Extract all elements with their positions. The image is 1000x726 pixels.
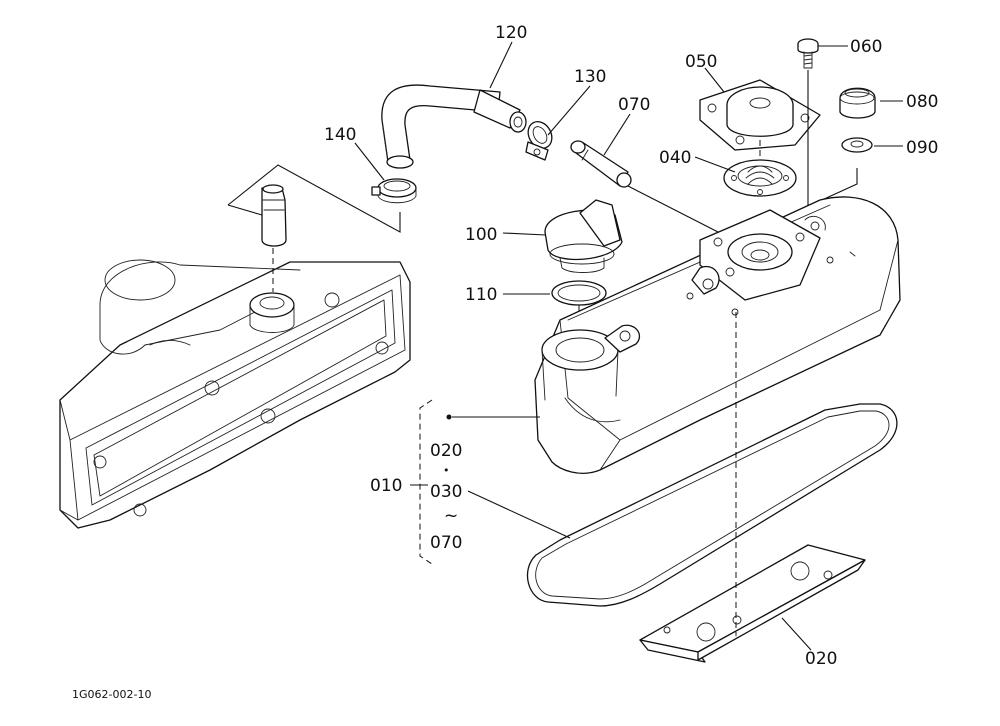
cover-gasket	[526, 403, 898, 607]
group-label-020: 020	[430, 441, 462, 461]
figure-code: 1G062-002-10	[72, 688, 151, 701]
group-label-tilde: ~	[444, 506, 458, 526]
cover-bracket-plate	[639, 544, 866, 663]
callout-070: 070	[618, 95, 650, 115]
screw	[797, 38, 819, 208]
breather-hose	[381, 84, 527, 169]
group-label-dot: •	[443, 464, 450, 477]
intake-manifold	[59, 259, 411, 529]
callout-120: 120	[495, 23, 527, 43]
leader-lines	[354, 41, 903, 651]
hose-clamp-140	[371, 178, 417, 204]
callout-080: 080	[906, 92, 938, 112]
callout-130: 130	[574, 67, 606, 87]
callout-050: 050	[685, 52, 717, 72]
breather-pipe	[570, 140, 719, 233]
callout-090: 090	[906, 138, 938, 158]
hose-connection-lines	[227, 164, 401, 233]
assembly-bracket	[410, 399, 571, 565]
breather-joint	[261, 184, 287, 292]
callout-020-bracket: 020	[805, 649, 837, 669]
cap-nut	[839, 87, 876, 119]
callout-140: 140	[324, 125, 356, 145]
hose-clamp-130	[525, 121, 553, 161]
callout-060: 060	[850, 37, 882, 57]
oil-filler-cap	[544, 199, 623, 273]
breather-cover-plate	[699, 79, 821, 168]
callout-100: 100	[465, 225, 497, 245]
o-ring	[551, 280, 607, 338]
callout-110: 110	[465, 285, 497, 305]
callout-labels: 120 130 070 050 060 080 090 040 140 100 …	[324, 23, 938, 669]
group-label-070: 070	[430, 533, 462, 553]
callout-010: 010	[370, 476, 402, 496]
rocker-arm-cover	[534, 196, 901, 474]
assembly-group-labels: 020 • 030 ~ 070	[430, 441, 462, 553]
callout-040: 040	[659, 148, 691, 168]
diaphragm	[723, 159, 797, 197]
group-label-030: 030	[430, 482, 462, 502]
